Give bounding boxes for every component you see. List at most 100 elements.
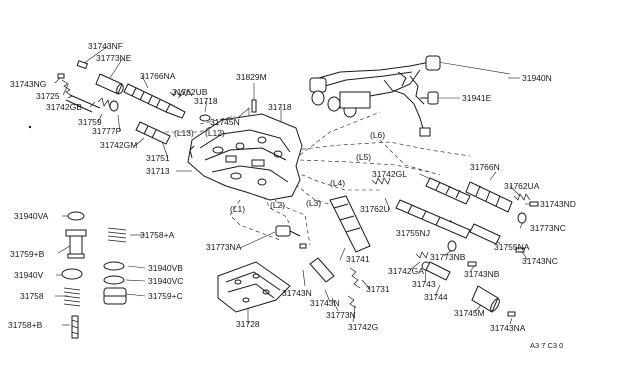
- plug-31773NB: [447, 240, 457, 252]
- label-L1: (L1): [230, 204, 245, 214]
- valve-body-31759C: [103, 287, 127, 305]
- label-31759: 31759: [78, 117, 102, 127]
- spring-31758A: [107, 227, 127, 243]
- valve-body-31759B: [65, 229, 87, 259]
- label-31940V: 31940V: [14, 270, 44, 280]
- o-ring-31940V: [61, 268, 83, 280]
- label-31743Nb: 31743N: [310, 298, 340, 308]
- label-31777P: 31777P: [92, 126, 122, 136]
- pin-31743NA: [507, 311, 516, 317]
- pin-31743NB: [467, 261, 477, 267]
- label-31759B: 31759+B: [10, 249, 45, 259]
- label-L2: (L2): [270, 200, 285, 210]
- label-31743NA: 31743NA: [490, 323, 526, 333]
- plug-31773NC: [517, 212, 527, 224]
- left-upper-spool-group: [57, 60, 287, 145]
- o-ring-31940VA: [67, 211, 85, 221]
- plug-31777P: [109, 100, 119, 112]
- label-31773NB: 31773NB: [430, 252, 466, 262]
- sleeve-31745M: [471, 285, 500, 313]
- label-31941E: 31941E: [462, 93, 492, 103]
- spool-valve-31744: [425, 261, 451, 281]
- label-31713: 31713: [146, 166, 170, 176]
- label-31940N: 31940N: [522, 73, 552, 83]
- label-31940VC: 31940VC: [148, 276, 183, 286]
- sleeve-31773NE: [95, 73, 123, 95]
- label-31743ND: 31743ND: [540, 199, 576, 209]
- label-31773NE: 31773NE: [96, 53, 132, 63]
- label-31758A: 31758+A: [140, 230, 175, 240]
- temp-sensor-31941E: [420, 91, 439, 105]
- spool-valve-31755NA: [469, 223, 501, 245]
- label-31755NJ: 31755NJ: [396, 228, 430, 238]
- label-31743NB: 31743NB: [464, 269, 500, 279]
- label-31755NA: 31755NA: [494, 242, 530, 252]
- label-L13: (L13): [174, 128, 194, 138]
- passage-dashed-lines: [165, 111, 471, 246]
- pin-31829M: [251, 99, 257, 113]
- spring-31742G: [347, 295, 357, 309]
- spool-valve-31766N: [465, 181, 513, 213]
- label-31751: 31751: [146, 153, 170, 163]
- spool-valve-31755NJ: [395, 199, 471, 239]
- spring-31731: [349, 267, 361, 289]
- right-spool-group: [371, 177, 539, 317]
- spring-31759: [97, 97, 111, 109]
- label-L12: (L12): [205, 128, 225, 138]
- label-L5: (L5): [356, 152, 371, 162]
- piston-31773N: [309, 257, 335, 283]
- solenoid-harness-31940N: [309, 55, 441, 137]
- label-31762UB: 31762UB: [172, 87, 208, 97]
- pin-31743ND: [529, 201, 539, 207]
- label-L3: (L3): [306, 198, 321, 208]
- o-ring-31940VC: [103, 275, 125, 285]
- label-31728: 31728: [236, 319, 260, 329]
- part-labels: 31743NF 31773NE 31743NG 31725 31766NA 31…: [8, 41, 576, 350]
- spring-31762UA: [513, 193, 531, 201]
- label-31718b: 31718: [268, 102, 292, 112]
- o-ring-31940VB: [103, 261, 125, 271]
- spring-31762UB: [169, 89, 193, 97]
- label-31731: 31731: [366, 284, 390, 294]
- label-31745N: 31745N: [210, 117, 240, 127]
- valve-body-31713: [187, 113, 303, 201]
- label-31742GB: 31742GB: [46, 102, 82, 112]
- label-31762U: 31762U: [360, 204, 390, 214]
- label-31773NC: 31773NC: [530, 223, 566, 233]
- spring-31742GA: [415, 251, 429, 259]
- label-31743NC: 31743NC: [522, 256, 558, 266]
- label-31743NF: 31743NF: [88, 41, 123, 51]
- label-31940VA: 31940VA: [14, 211, 49, 221]
- spool-valve-31766NA: [123, 83, 186, 119]
- separator-plate-31728: [217, 261, 291, 313]
- spool-valve-31742GM: [135, 121, 171, 145]
- label-31743: 31743: [412, 279, 436, 289]
- label-31766NA: 31766NA: [140, 71, 176, 81]
- label-31744: 31744: [424, 292, 448, 302]
- label-31829M: 31829M: [236, 72, 267, 82]
- pin-31743N: [299, 243, 307, 249]
- label-31745M: 31745M: [454, 308, 485, 318]
- spool-valve-31741: [329, 195, 371, 253]
- retainer-pin-31743NG: [57, 73, 65, 79]
- spring-31762U: [371, 177, 391, 185]
- label-31773N: 31773N: [326, 310, 356, 320]
- label-L4: (L4): [330, 178, 345, 188]
- label-31743N: 31743N: [282, 288, 312, 298]
- dot-mark: [28, 125, 32, 129]
- label-31758: 31758: [20, 291, 44, 301]
- label-31742GA: 31742GA: [388, 266, 424, 276]
- spool-valve-31742GL: [425, 177, 471, 205]
- label-31741: 31741: [346, 254, 370, 264]
- spool-valve-31742GB: [65, 94, 101, 113]
- label-L6: (L6): [370, 130, 385, 140]
- pin-31743NC: [515, 247, 525, 253]
- washer-31718: [199, 114, 211, 122]
- retainer-pin-31743NF: [76, 60, 89, 70]
- label-31718a: 31718: [194, 96, 218, 106]
- label-31742G: 31742G: [348, 322, 378, 332]
- center-spool-group: [275, 195, 371, 309]
- label-31758B: 31758+B: [8, 320, 43, 330]
- label-31759C: 31759+C: [148, 291, 183, 301]
